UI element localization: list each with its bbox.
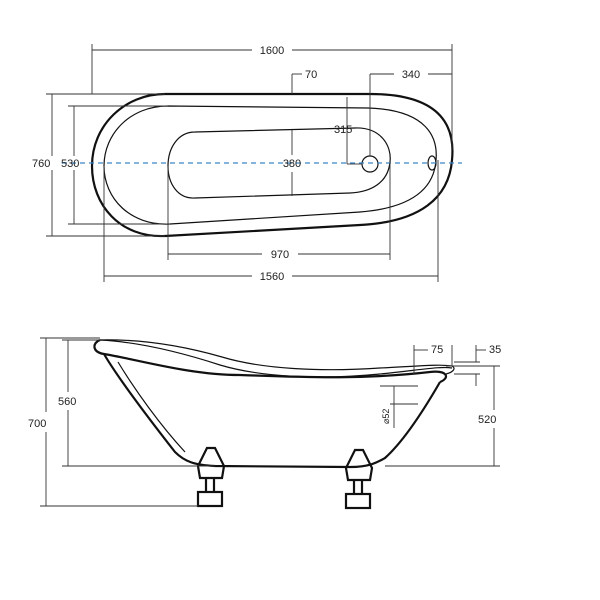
left-foot-icon	[196, 446, 226, 508]
dim-rim-thickness: 35	[454, 344, 501, 386]
tub-side-inner-contour	[117, 361, 186, 453]
dim-faucet-offset: 70	[291, 69, 317, 94]
dim-drain-offset: 340	[369, 69, 452, 156]
dim-rim-width: 75	[413, 344, 453, 374]
dim-label-75: 75	[431, 344, 443, 356]
dim-outer-width: 760	[32, 93, 165, 237]
dim-label-340: 340	[402, 69, 420, 81]
tub-side-rim-inner	[99, 339, 453, 378]
dim-label-overflow: ⌀52	[381, 409, 391, 424]
right-foot-icon	[344, 448, 374, 510]
dim-label-35: 35	[489, 344, 501, 356]
tub-inner-outline	[103, 105, 437, 225]
dim-total-height: 700	[28, 337, 198, 507]
dim-label-520: 520	[478, 414, 496, 426]
dim-label-315: 315	[334, 124, 352, 136]
dim-basin-width: 380	[283, 130, 301, 196]
dim-label-70: 70	[305, 69, 317, 81]
dim-label-380: 380	[283, 158, 301, 170]
tub-side-outline	[93, 338, 448, 469]
dim-overflow: ⌀52	[380, 385, 418, 428]
dim-tub-height: 560	[58, 339, 215, 467]
dim-basin-length: 970	[167, 162, 391, 261]
dim-inner-depth: 520	[385, 365, 500, 467]
dim-inner-width: 530	[61, 105, 170, 225]
side-view: 700 560 520 75	[28, 337, 501, 510]
dim-overall-length: 1600	[91, 44, 453, 150]
top-view: 1600 70 340 315 380	[32, 44, 462, 283]
dim-label-1600: 1600	[260, 45, 284, 57]
tub-outer-outline	[90, 92, 454, 238]
dim-inner-length: 1560	[103, 160, 439, 283]
dim-drain-position: 315	[334, 97, 362, 165]
dim-label-1560: 1560	[260, 271, 284, 283]
drain-icon	[361, 155, 379, 173]
dim-label-760: 760	[32, 158, 50, 170]
dim-label-560: 560	[58, 396, 76, 408]
tub-side-rim-top	[99, 339, 455, 375]
tub-basin-outline	[167, 127, 391, 199]
dim-label-700: 700	[28, 418, 46, 430]
dim-label-530: 530	[61, 158, 79, 170]
dim-label-970: 970	[271, 249, 289, 261]
